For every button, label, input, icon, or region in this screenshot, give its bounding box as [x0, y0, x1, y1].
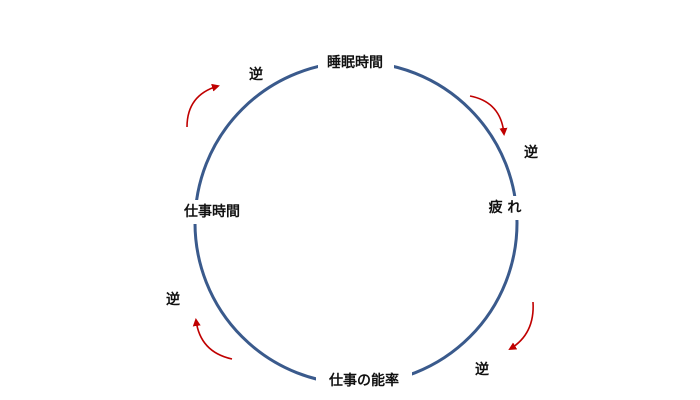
reverse-arrow-top-left [186, 83, 220, 128]
node-work-time: 仕事時間 [183, 203, 240, 220]
node-sleep-time: 睡眠時間 [327, 54, 383, 71]
bottom-label-mask [316, 368, 412, 392]
reverse-label-top-left: 逆 [249, 66, 263, 83]
reverse-label-bottom-left: 逆 [166, 291, 180, 308]
reverse-arrow-bottom-left [192, 318, 233, 360]
reverse-arrow-bottom-right [508, 301, 534, 351]
node-work-efficiency: 仕事の能率 [328, 372, 399, 389]
reverse-label-bottom-right: 逆 [475, 361, 489, 378]
right-label-mask [478, 196, 534, 220]
top-label-mask [318, 50, 394, 74]
node-fatigue: 疲 れ [489, 199, 522, 216]
reverse-label-top-right: 逆 [524, 144, 538, 161]
reverse-arrow-top-right [469, 95, 508, 136]
left-label-mask [172, 200, 252, 224]
